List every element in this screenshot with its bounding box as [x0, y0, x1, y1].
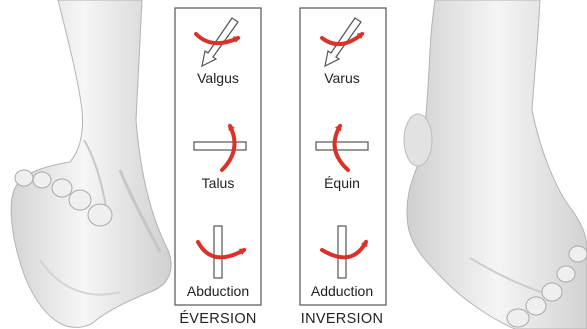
- inversion-panel: Varus Équin Adduction: [300, 8, 386, 305]
- abduction-label: Abduction: [187, 283, 249, 299]
- equin-label: Équin: [324, 175, 360, 191]
- inversion-title: INVERSION: [301, 311, 383, 327]
- eversion-title: ÉVERSION: [179, 310, 256, 327]
- varus-label: Varus: [324, 70, 360, 86]
- adduction-label: Adduction: [311, 283, 373, 299]
- valgus-label: Valgus: [197, 70, 239, 86]
- talus-label: Talus: [202, 175, 235, 191]
- inverted-foot-illustration: [404, 0, 587, 329]
- eversion-panel: Valgus Talus Abduction: [175, 8, 261, 305]
- everted-foot-illustration: [11, 0, 171, 327]
